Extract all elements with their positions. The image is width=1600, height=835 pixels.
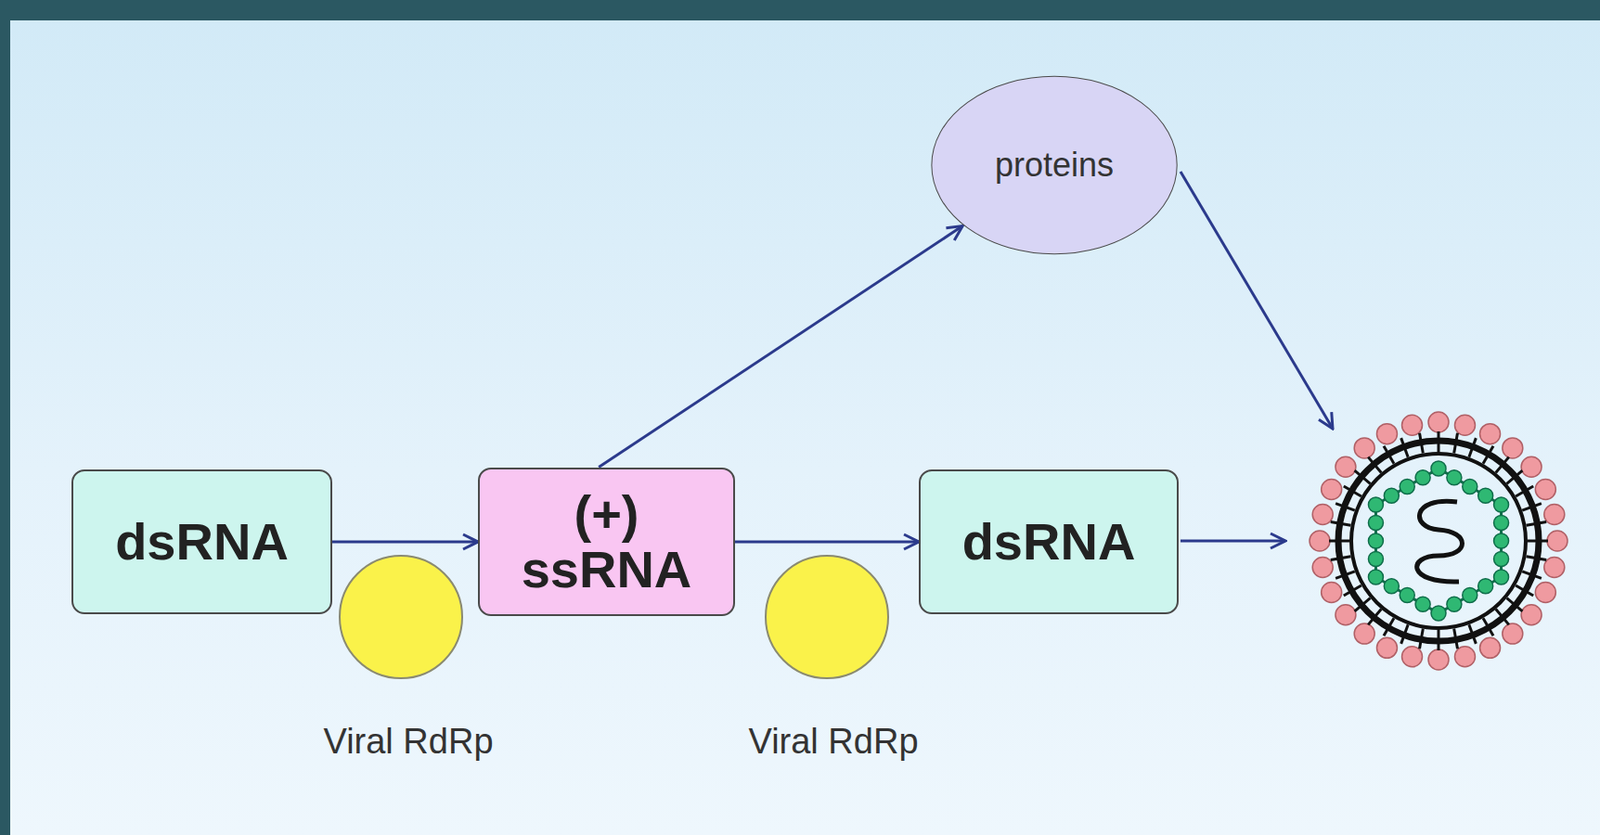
background	[10, 20, 1600, 835]
spike	[1502, 438, 1523, 459]
envelope	[1338, 440, 1539, 642]
spike	[1544, 556, 1565, 578]
flow-arrow	[735, 541, 919, 544]
protein-ellipse: proteins	[929, 75, 1179, 256]
node-text: proteins	[994, 147, 1114, 184]
spike	[1547, 530, 1568, 552]
spike	[1321, 582, 1342, 604]
text-group: (+) ssRNA	[518, 486, 696, 599]
spike	[1428, 412, 1449, 433]
capsomere	[1399, 588, 1415, 604]
spike	[1544, 504, 1565, 526]
capsomere	[1431, 461, 1446, 477]
spike	[1535, 478, 1556, 500]
capsomere	[1367, 552, 1383, 568]
spike	[1312, 556, 1333, 578]
spike	[1428, 649, 1449, 671]
virus-particle	[1309, 412, 1568, 671]
capsomere	[1446, 470, 1462, 486]
capsomere	[1367, 497, 1383, 513]
spike	[1312, 504, 1333, 526]
text-group: proteins	[994, 147, 1114, 184]
spike	[1454, 414, 1475, 436]
text-group: dsRNA	[115, 514, 289, 570]
spike	[1521, 605, 1542, 626]
capsomere	[1431, 606, 1446, 621]
spike	[1376, 637, 1397, 659]
capsomere	[1462, 588, 1478, 604]
enzyme-label: Viral RdRp	[322, 722, 493, 762]
rna-box: dsRNA	[71, 469, 333, 615]
spike	[1335, 605, 1356, 626]
enzyme-circle	[339, 555, 463, 679]
genome	[1417, 501, 1463, 582]
spike	[1535, 582, 1556, 604]
node-text: dsRNA	[115, 514, 289, 570]
arrow	[1180, 540, 1286, 543]
spike	[1321, 478, 1342, 500]
capsomere	[1494, 533, 1510, 549]
spike	[1402, 646, 1423, 668]
capsomere	[1462, 479, 1478, 495]
capsomere	[1415, 470, 1431, 486]
spike	[1454, 646, 1475, 668]
spike	[1376, 424, 1397, 445]
rna-box: (+) ssRNA	[477, 467, 736, 618]
node-text: dsRNA	[962, 514, 1136, 570]
capsomere	[1367, 533, 1383, 549]
spike	[1335, 456, 1356, 478]
envelope-inner	[1351, 453, 1526, 629]
capsomere	[1383, 579, 1399, 594]
capsomere	[1367, 516, 1383, 531]
capsid	[1375, 468, 1501, 614]
spike	[1480, 637, 1501, 659]
spike	[1354, 438, 1375, 459]
capsomere	[1494, 497, 1510, 513]
capsomere	[1478, 488, 1494, 504]
capsomere	[1494, 516, 1510, 531]
enzyme-circle	[765, 555, 889, 679]
node-text: (+) ssRNA	[518, 486, 696, 599]
spike	[1402, 414, 1423, 436]
capsomere	[1367, 569, 1383, 585]
capsomere	[1478, 579, 1494, 594]
rna-box: dsRNA	[918, 469, 1179, 615]
capsomere	[1415, 596, 1431, 612]
spike	[1502, 623, 1523, 645]
text-group: dsRNA	[962, 514, 1136, 570]
capsomere	[1383, 488, 1399, 504]
capsomere	[1494, 569, 1510, 585]
capsomere	[1494, 552, 1510, 568]
spike	[1480, 424, 1501, 445]
spike	[1354, 623, 1375, 645]
spike	[1309, 530, 1330, 552]
arrow	[1180, 171, 1333, 429]
capsomere	[1399, 479, 1415, 495]
capsomere	[1446, 596, 1462, 612]
enzyme-label: Viral RdRp	[748, 722, 918, 762]
spike	[1521, 456, 1542, 478]
flow-arrow	[598, 226, 963, 468]
flow-arrow	[332, 541, 478, 544]
